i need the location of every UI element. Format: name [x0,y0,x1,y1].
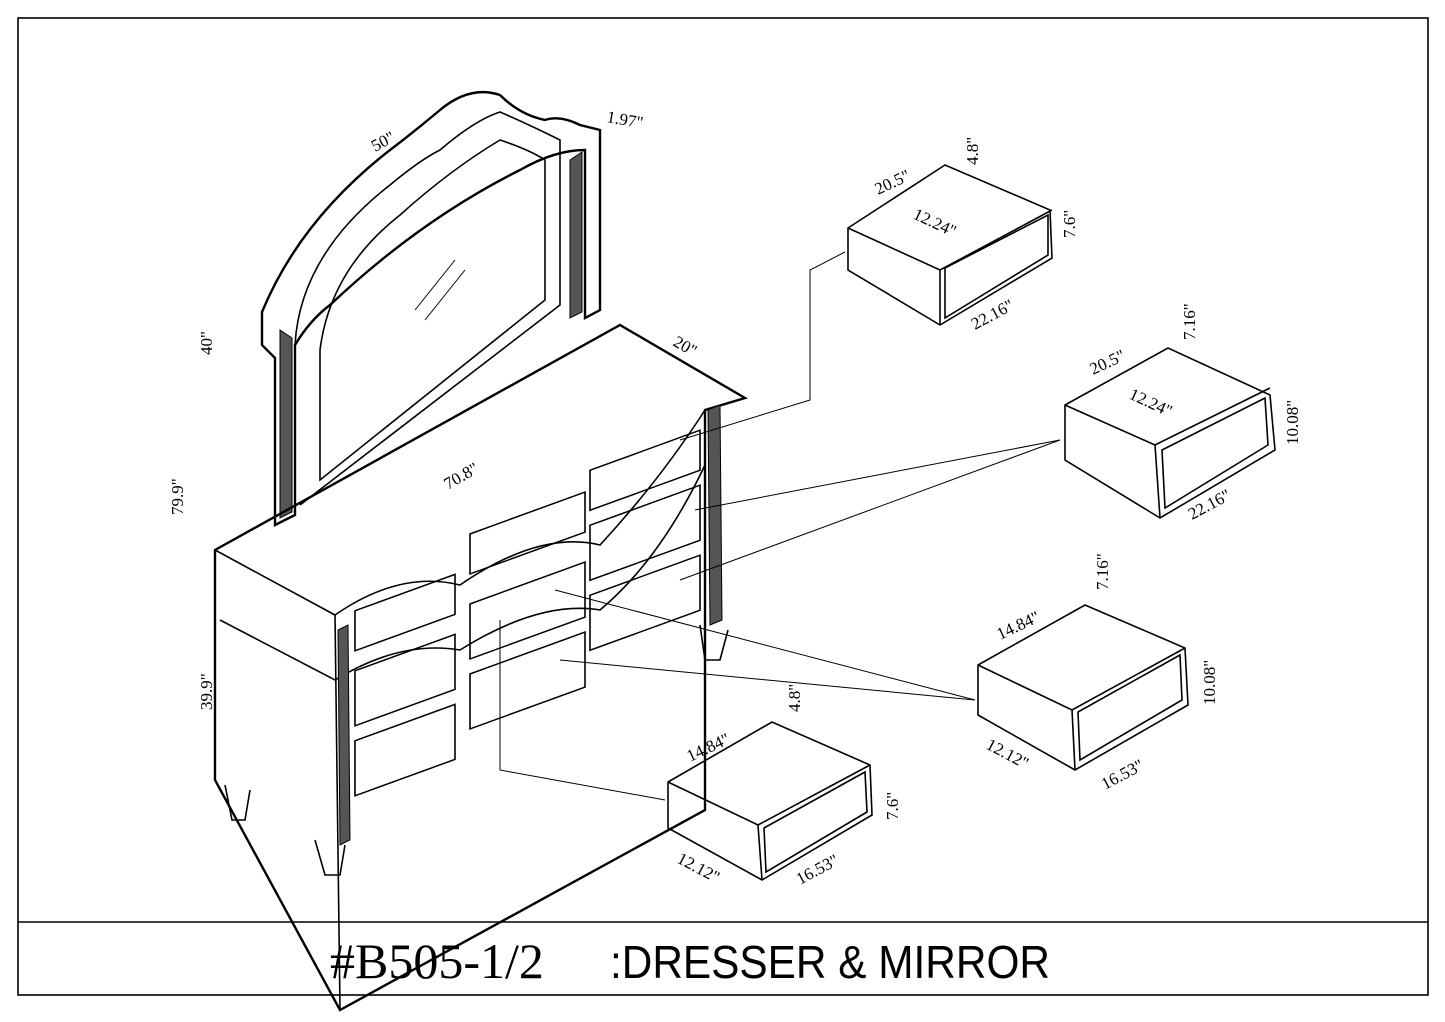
drawer-1-front-width: 22.16" [968,296,1017,334]
product-name: :DRESSER & MIRROR [610,936,1050,988]
mirror-depth-label: 1.97" [605,107,644,132]
drawer-1-front-height: 7.6" [1060,210,1079,238]
drawer-3-depth: 12.12" [983,735,1032,773]
drawer-3 [977,604,1189,771]
drawer-2-height-inner: 7.16" [1180,303,1199,340]
dresser [213,323,748,1012]
drawer-4-height-inner: 4.8" [785,684,804,712]
dresser-width-label: 70.8" [441,459,482,494]
drawer-4-front-width: 16.53" [793,851,842,889]
drawer-1-depth: 12.24" [910,204,959,240]
model-number: #B505-1/2 [330,933,544,989]
drawer-1 [847,164,1053,326]
dresser-height-label: 39.9" [197,673,216,710]
total-height-label: 79.9" [168,478,187,515]
mirror [260,91,602,527]
drawer-1-width: 20.5" [872,166,913,199]
mirror-height-label: 40" [197,331,216,355]
drawer-3-front-height: 10.08" [1200,660,1219,705]
drawer-2-front-height: 10.08" [1283,400,1302,445]
mirror-width-label: 50" [368,128,398,156]
drawer-3-height-inner: 7.16" [1093,553,1112,590]
drawer-2 [1064,347,1276,519]
drawing-border [17,17,1429,996]
drawer-3-width: 14.84" [994,607,1043,643]
drawer-4 [667,721,873,881]
drawer-4-front-height: 7.6" [883,792,902,820]
drawer-1-height-inner: 4.8" [963,137,982,165]
drawer-3-front-width: 16.53" [1098,756,1147,794]
leader-lines [499,251,1061,801]
drawer-4-width: 14.84" [684,729,733,765]
drawer-2-depth: 12.24" [1126,384,1175,420]
